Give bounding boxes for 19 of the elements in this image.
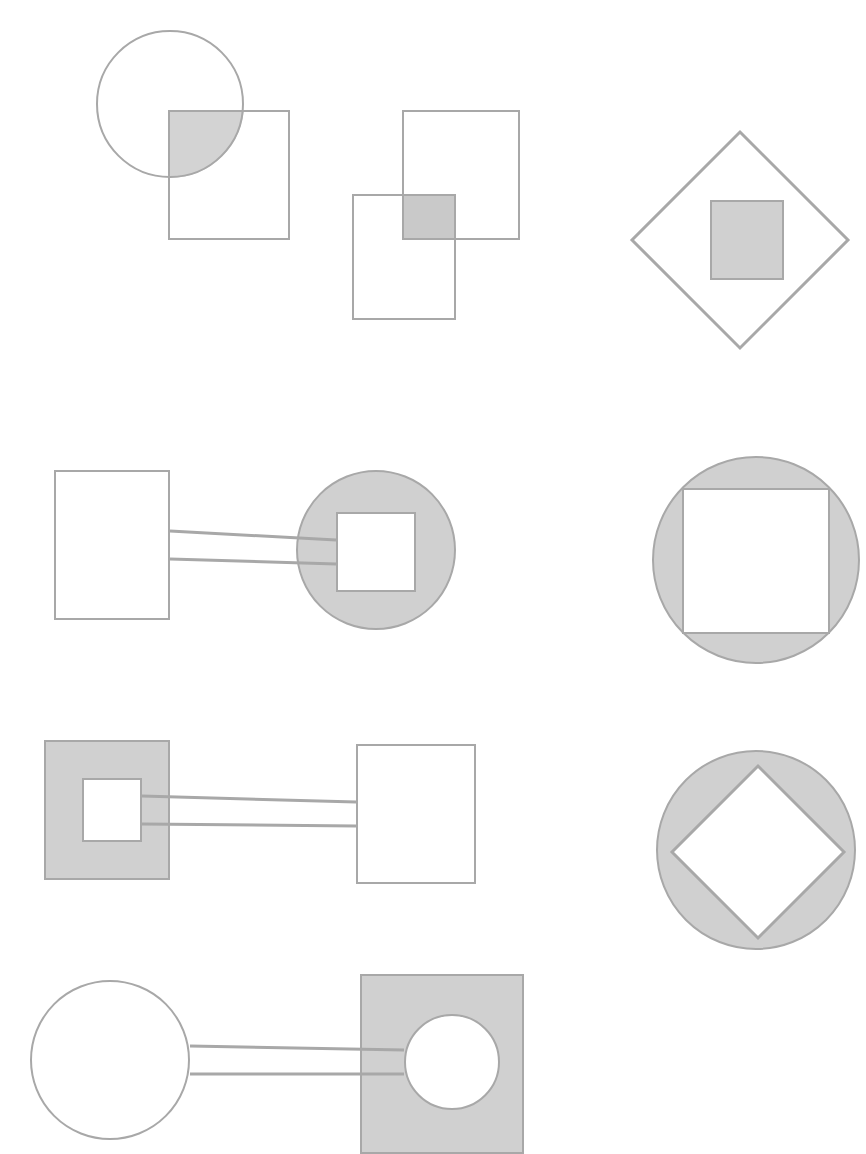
diamond-shape <box>670 764 846 940</box>
square-shape <box>402 110 520 240</box>
square-shape <box>356 744 476 884</box>
square-shape <box>82 778 142 842</box>
double-line-connector <box>188 1044 406 1076</box>
square-shape <box>44 740 170 880</box>
circle-shape <box>30 980 190 1140</box>
square-shape <box>682 488 830 634</box>
circle-shape <box>96 30 244 178</box>
square-shape <box>54 470 170 620</box>
square-shape <box>710 200 784 280</box>
circle-shape <box>404 1014 500 1110</box>
square-shape <box>360 974 524 1154</box>
square-shape <box>168 110 290 240</box>
diamond-shape <box>630 130 850 350</box>
double-line-connector <box>140 794 358 828</box>
square-shape <box>352 194 456 320</box>
double-line-connector <box>168 529 338 566</box>
square-shape <box>336 512 416 592</box>
